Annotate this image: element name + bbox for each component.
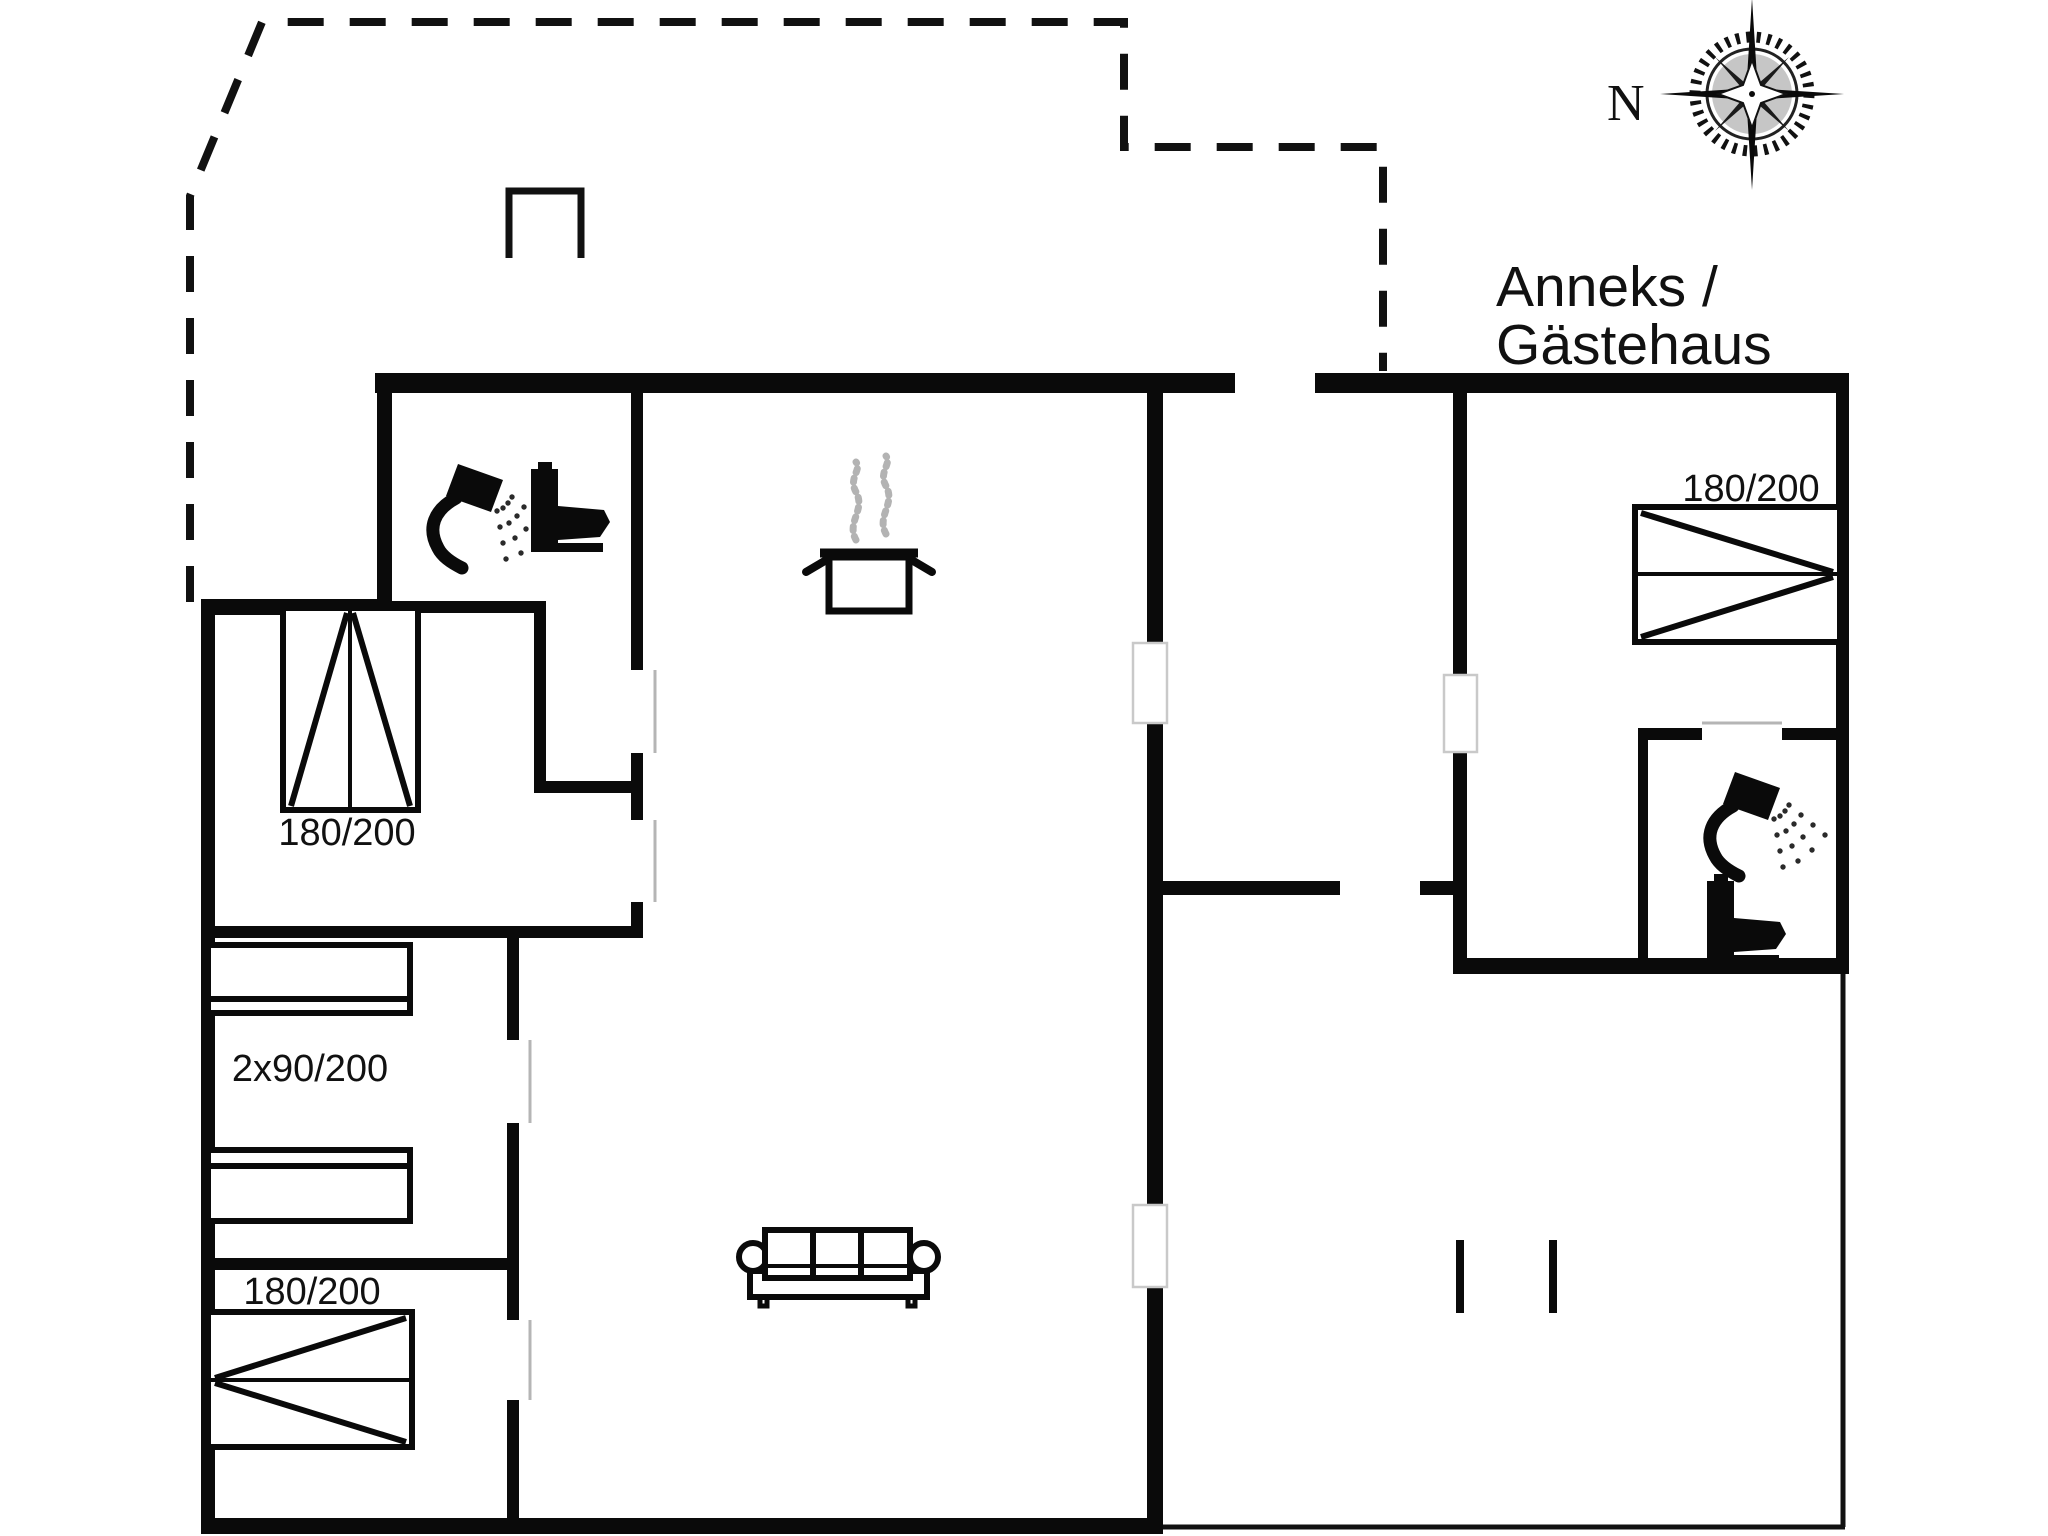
wall-bunkroom-bottom: [201, 1258, 513, 1270]
bunk-bed-upper-icon: [205, 942, 413, 1016]
wall-hall-a: [507, 938, 519, 1040]
wall-connect: [1147, 881, 1340, 895]
wall-annexbath-left: [1638, 728, 1648, 974]
toilet-icon: [531, 462, 610, 552]
door-annex-west: [1442, 673, 1479, 754]
annex-shower-icon: [1710, 772, 1828, 876]
door-main-east-lower: [1131, 1203, 1169, 1289]
terrace-posts: [1456, 1240, 1557, 1313]
wall-right-b: [1147, 723, 1163, 1205]
bedroom1-bed-label: 180/200: [278, 812, 415, 854]
door-main-east-upper: [1131, 641, 1169, 725]
wall-annexbath-top-b: [1782, 728, 1843, 740]
walls: [201, 373, 1849, 1534]
cooking-pot-icon: [802, 452, 936, 615]
wall-vestibule-bottom: [534, 781, 643, 793]
wall-annex-bottom: [1453, 958, 1849, 974]
bedroom2-bed-label: 180/200: [243, 1271, 380, 1313]
wall-bathroom-left: [377, 373, 392, 614]
compass-rose-icon: [1660, 0, 1844, 190]
wall-hall-b: [507, 1123, 519, 1320]
bedroom1-double-bed-icon: [280, 605, 421, 813]
annex-toilet-icon: [1707, 874, 1786, 964]
terrace-dashed-outline: [186, 18, 1387, 602]
chimney-icon: [505, 187, 585, 258]
steam: [849, 452, 893, 544]
wall-vestibule-left: [534, 601, 546, 793]
annex-double-bed-icon: [1632, 504, 1843, 645]
wall-annexbath-top-a: [1638, 728, 1702, 740]
bunk-beds-label: 2x90/200: [232, 1048, 388, 1090]
wall-bedroom1-bottom: [201, 926, 643, 938]
wall-annex-left-a: [1453, 373, 1467, 675]
terrace-edge: [1163, 974, 1846, 1530]
wall-annex-left-b: [1453, 752, 1467, 974]
wall-top-annex: [1315, 373, 1849, 393]
wall-right-a: [1147, 383, 1163, 643]
annex-title-line1: Anneks /: [1496, 255, 1718, 319]
wall-top-main: [375, 373, 1235, 393]
door-frames: [1131, 641, 1479, 1289]
wall-bathroom-bottom: [384, 601, 546, 613]
bedroom2-double-bed-icon: [205, 1309, 415, 1450]
door-leaves: [528, 670, 1782, 1400]
wall-annex-right: [1836, 373, 1849, 974]
annex-bed-label: 180/200: [1682, 468, 1819, 510]
sofa-icon: [736, 1227, 941, 1309]
wall-left-outer: [201, 599, 215, 1534]
annex-title-line2: Gästehaus: [1496, 313, 1772, 377]
north-label: N: [1607, 75, 1645, 132]
bunk-bed-lower-icon: [205, 1147, 413, 1224]
wall-kitchen-a: [631, 393, 643, 670]
wall-bottom-outer: [201, 1518, 1163, 1534]
wall-hall-c: [507, 1400, 519, 1518]
wall-right-c: [1147, 1287, 1163, 1534]
